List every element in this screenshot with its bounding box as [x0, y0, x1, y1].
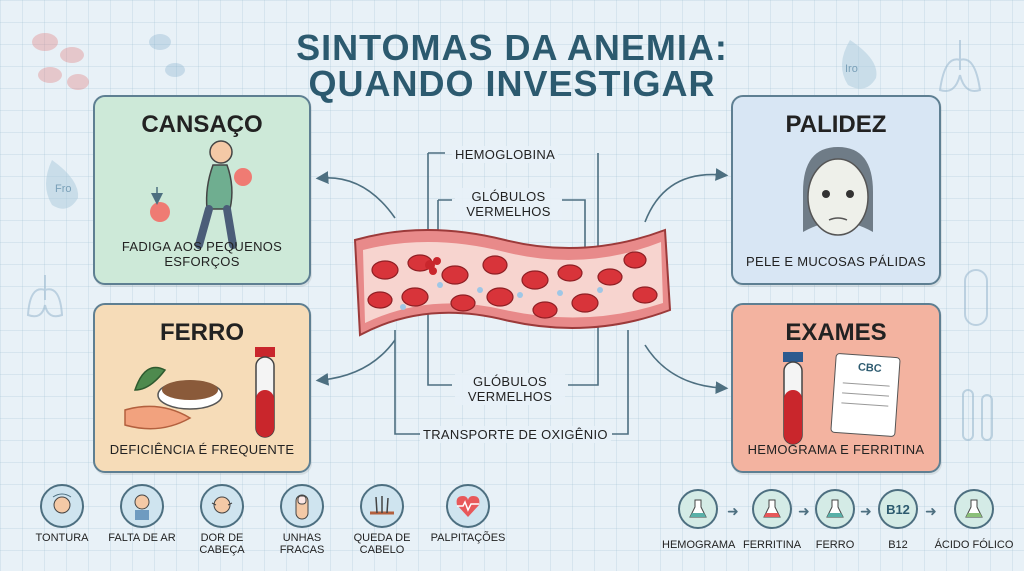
- pale-face-icon: [803, 147, 873, 236]
- sequence-arrow-icon: ➜: [925, 503, 937, 519]
- title-line-1: SINTOMAS DA ANEMIA:: [296, 27, 728, 68]
- symptom-unhas-fracas: UNHAS FRACAS: [262, 484, 342, 556]
- headache-person-icon: [200, 484, 244, 528]
- decor-drop-icon: [46, 160, 79, 209]
- dizzy-person-icon: [40, 484, 84, 528]
- cbc-report-icon: CBC: [830, 352, 901, 438]
- card-title: PALIDEZ: [785, 111, 887, 138]
- decor-test-tubes-icon: [962, 389, 993, 441]
- decor-drop-icon: [841, 40, 877, 89]
- arrow-to-palidez: [644, 168, 729, 223]
- symptom-label: DOR DE CABEÇA: [199, 532, 245, 556]
- leader-globulos-bottom: [427, 310, 599, 386]
- card-caption: HEMOGRAMA E FERRITINA: [747, 442, 925, 457]
- card-caption: DEFICIÊNCIA É FREQUENTE: [109, 442, 295, 457]
- card-ferro: FERRO DEFICIÊNCIA É FREQUENTE: [93, 303, 311, 473]
- tired-elderly-man-icon: [150, 140, 252, 249]
- arrow-to-ferro: [315, 339, 396, 386]
- decor-lungs-icon: [26, 40, 982, 318]
- hemoglobin-cluster: [425, 257, 441, 275]
- exam-ferritina: FERRITINA: [740, 489, 804, 551]
- title-line-2: QUANDO INVESTIGAR: [308, 63, 716, 104]
- exam-label: B12: [888, 539, 908, 551]
- test-tube-icon: [255, 347, 275, 438]
- breathless-person-icon: [120, 484, 164, 528]
- symptom-label: TONTURA: [35, 532, 89, 544]
- exam-b12: B12 B12: [875, 489, 921, 551]
- fingernail-icon: [280, 484, 324, 528]
- b12-badge: B12: [878, 489, 918, 529]
- card-caption: PELE E MUCOSAS PÁLIDAS: [746, 254, 926, 269]
- flask-icon: [815, 489, 855, 529]
- flask-icon: [954, 489, 994, 529]
- page-title: SINTOMAS DA ANEMIA: QUANDO INVESTIGAR: [0, 30, 1024, 102]
- oxygen-bubbles: [400, 282, 603, 310]
- symptom-tontura: TONTURA: [22, 484, 102, 544]
- sequence-arrow-icon: ➜: [727, 503, 739, 519]
- symptom-label: UNHAS FRACAS: [279, 532, 325, 556]
- iron-rich-food-icon: [124, 366, 223, 430]
- card-title: CANSAÇO: [141, 111, 263, 138]
- decor-drop-text: Fro: [55, 183, 72, 195]
- cbc-label: CBC: [857, 361, 883, 376]
- heart-pulse-icon: [446, 484, 490, 528]
- red-blood-cells: [367, 251, 658, 319]
- exam-label: FERRO: [815, 539, 855, 551]
- card-caption: FADIGA AOS PEQUENOS ESFORÇOS: [121, 239, 283, 269]
- symptom-falta-de-ar: FALTA DE AR: [102, 484, 182, 544]
- card-exames: EXAMES CBC HEMOGRAMA E FERRITINA: [731, 303, 941, 473]
- label-globulos-bottom: GLÓBULOS VERMELHOS: [455, 373, 565, 405]
- arrow-to-cansaco: [315, 171, 396, 219]
- sequence-arrow-icon: ➜: [798, 503, 810, 519]
- exam-label: ÁCIDO FÓLICO: [934, 539, 1014, 551]
- label-globulos-top: GLÓBULOS VERMELHOS: [455, 188, 562, 220]
- leader-transporte: [394, 330, 629, 435]
- arrow-to-exames: [644, 344, 729, 395]
- card-cansaco: CANSAÇO FADIGA AOS PEQUENOS ESFORÇOS: [93, 95, 311, 285]
- flask-icon: [752, 489, 792, 529]
- card-palidez: PALIDEZ PELE E MUCOSAS PÁLIDAS: [731, 95, 941, 285]
- symptom-label: QUEDA DE CABELO: [353, 532, 411, 556]
- exam-label: FERRITINA: [742, 539, 802, 551]
- test-tube-icon: [783, 352, 803, 445]
- exam-hemograma: HEMOGRAMA: [662, 489, 736, 551]
- symptom-label: PALPITAÇÕES: [430, 532, 506, 544]
- label-hemoglobina: HEMOGLOBINA: [452, 146, 559, 163]
- symptom-label: FALTA DE AR: [108, 532, 176, 544]
- symptom-palpitacoes: PALPITAÇÕES: [428, 484, 508, 544]
- blood-vessel-diagram: [353, 228, 672, 337]
- flask-icon: [678, 489, 718, 529]
- decor-blood-cells-icon: [32, 33, 89, 90]
- exam-label: HEMOGRAMA: [662, 539, 736, 551]
- exam-ferro: FERRO: [812, 489, 858, 551]
- card-title: EXAMES: [785, 319, 887, 346]
- card-title: FERRO: [160, 319, 244, 346]
- decor-drop-text: Iro: [845, 63, 858, 75]
- decor-finger-icon: [964, 269, 988, 326]
- exam-acido-folico: ÁCIDO FÓLICO: [934, 489, 1014, 551]
- symptom-queda-de-cabelo: QUEDA DE CABELO: [342, 484, 422, 556]
- symptom-dor-de-cabeca: DOR DE CABEÇA: [182, 484, 262, 556]
- sequence-arrow-icon: ➜: [860, 503, 872, 519]
- label-transporte: TRANSPORTE DE OXIGÊNIO: [420, 426, 611, 443]
- hair-follicle-icon: [360, 484, 404, 528]
